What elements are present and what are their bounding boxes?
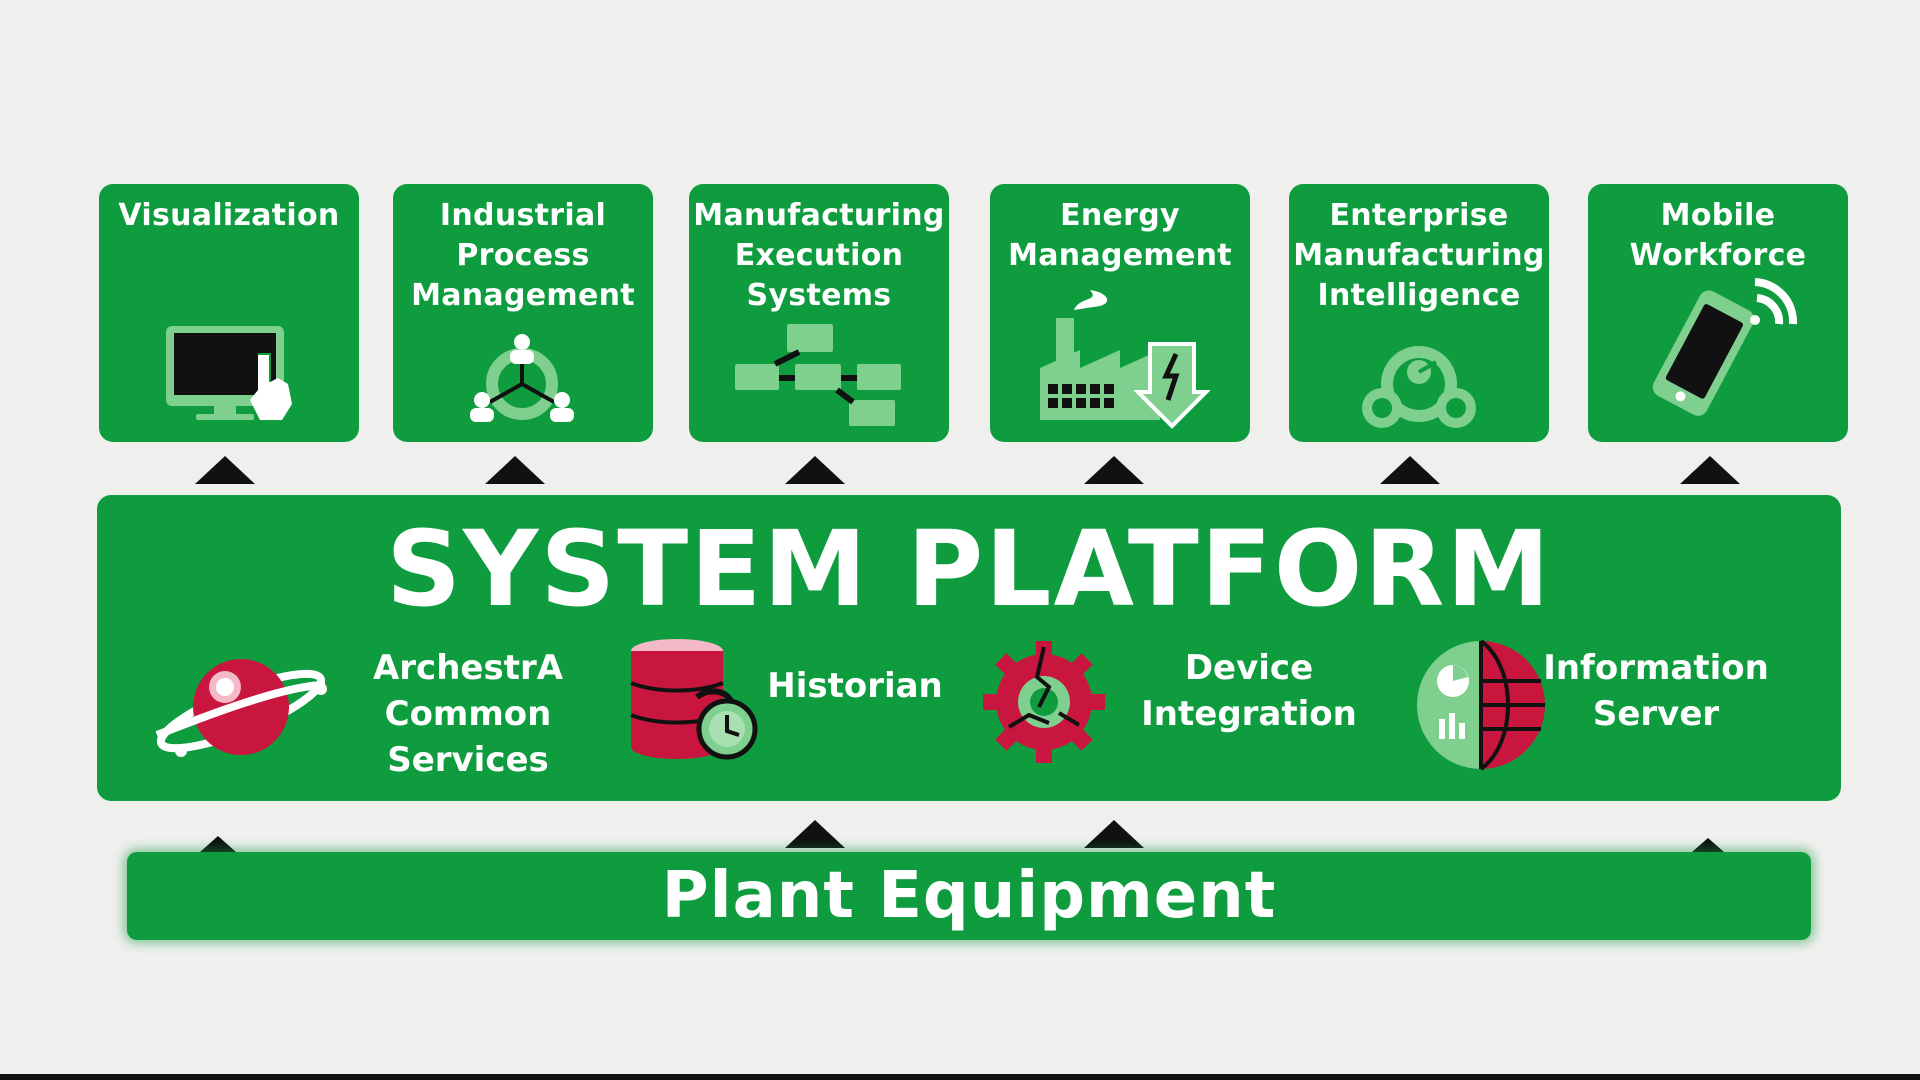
module-visualization: Visualization [99, 184, 359, 442]
arrow-up [1680, 456, 1740, 484]
module-energy-management: Energy Management [990, 184, 1250, 442]
module-mobile-workforce: Mobile Workforce [1588, 184, 1848, 442]
module-title: Energy Management [1008, 198, 1232, 273]
arrow-up [1084, 456, 1144, 484]
module-industrial-process-management: Industrial Process Management [393, 184, 653, 442]
gear-icon [979, 637, 1109, 771]
module-enterprise-manufacturing-intelligence: Enterprise Manufacturing Intelligence [1289, 184, 1549, 442]
platform-title: SYSTEM PLATFORM [386, 508, 1552, 630]
module-title: Enterprise Manufacturing Intelligence [1293, 198, 1545, 313]
arrow-up [485, 456, 545, 484]
module-title: Manufacturing Execution Systems [693, 198, 945, 313]
monitor-touch-icon [154, 320, 304, 434]
service-historian: Historian [627, 639, 1047, 785]
arrow-up [785, 456, 845, 484]
service-device-integration: Device Integration [979, 641, 1459, 785]
plant-equipment-bar: Plant Equipment [127, 852, 1811, 940]
system-platform: SYSTEM PLATFORM ArchestrA Common Service… [97, 495, 1841, 801]
globe-chart-icon [1413, 637, 1549, 777]
workflow-blocks-icon [729, 320, 909, 434]
arrow-up [785, 820, 845, 848]
arrow-up [1692, 838, 1724, 852]
arrow-up [1084, 820, 1144, 848]
service-label: ArchestrA Common Services [372, 648, 564, 780]
database-clock-icon [627, 637, 767, 771]
bottom-edge [0, 1074, 1920, 1080]
module-manufacturing-execution-systems: Manufacturing Execution Systems [689, 184, 949, 442]
plant-equipment-label: Plant Equipment [661, 859, 1277, 933]
arrow-up [200, 836, 236, 852]
gauges-icon [1354, 334, 1484, 434]
service-label: Historian [767, 666, 943, 706]
module-title: Visualization [118, 198, 340, 233]
service-label: Information Server [1543, 648, 1769, 734]
service-information-server: Information Server [1413, 639, 1833, 785]
service-archestra: ArchestrA Common Services [153, 645, 573, 785]
service-label: Device Integration [1141, 648, 1357, 734]
module-title: Mobile Workforce [1629, 198, 1807, 273]
planet-icon [153, 645, 331, 779]
arrow-up [1380, 456, 1440, 484]
mobile-phone-icon [1633, 274, 1803, 428]
arrow-up [195, 456, 255, 484]
factory-energy-icon [1030, 280, 1211, 434]
module-title: Industrial Process Management [411, 198, 635, 313]
people-cycle-icon [458, 334, 588, 434]
